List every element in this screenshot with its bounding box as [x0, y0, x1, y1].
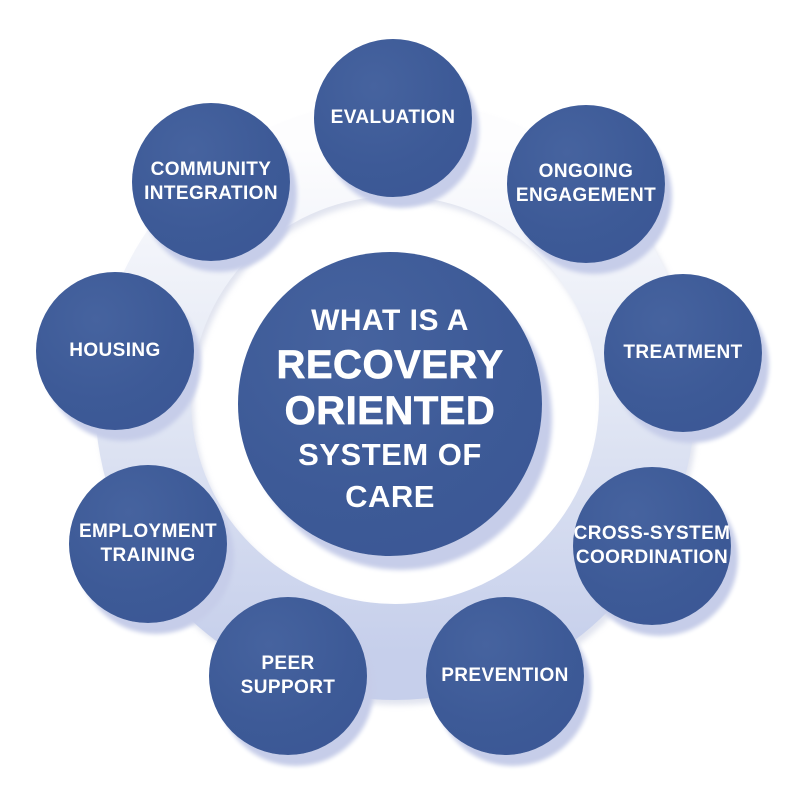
center-title-line-4: SYSTEM OF — [298, 436, 482, 472]
satellite-cross-system-coordination: CROSS-SYSTEM COORDINATION — [573, 467, 731, 625]
satellite-treatment: TREATMENT — [604, 274, 762, 432]
satellite-peer-support: PEER SUPPORT — [209, 597, 367, 755]
satellite-community-integration-label: COMMUNITY INTEGRATION — [144, 158, 278, 204]
satellite-prevention: PREVENTION — [426, 597, 584, 755]
satellite-evaluation-label: EVALUATION — [330, 106, 456, 128]
center-title: WHAT IS A RECOVERY ORIENTED SYSTEM OF CA… — [276, 291, 503, 518]
center-title-line-3: ORIENTED — [284, 388, 496, 433]
satellite-peer-support-label: PEER SUPPORT — [240, 652, 336, 698]
satellite-housing: HOUSING — [36, 272, 194, 430]
satellite-employment-training: EMPLOYMENT TRAINING — [69, 465, 227, 623]
satellite-community-integration: COMMUNITY INTEGRATION — [132, 103, 290, 261]
satellite-ongoing-engagement-label: ONGOING ENGAGEMENT — [515, 160, 657, 206]
satellite-evaluation: EVALUATION — [314, 39, 472, 197]
satellite-treatment-label: TREATMENT — [623, 341, 743, 363]
satellite-prevention-label: PREVENTION — [441, 664, 569, 686]
center-title-line-1: WHAT IS A — [311, 303, 469, 337]
center-circle: WHAT IS A RECOVERY ORIENTED SYSTEM OF CA… — [238, 252, 542, 556]
satellite-ongoing-engagement: ONGOING ENGAGEMENT — [507, 105, 665, 263]
satellite-housing-label: HOUSING — [69, 339, 161, 361]
satellite-employment-training-label: EMPLOYMENT TRAINING — [78, 520, 218, 566]
satellite-cross-system-coordination-label: CROSS-SYSTEM COORDINATION — [573, 522, 731, 568]
center-title-line-5: CARE — [345, 478, 435, 514]
center-title-line-2: RECOVERY — [276, 342, 504, 387]
